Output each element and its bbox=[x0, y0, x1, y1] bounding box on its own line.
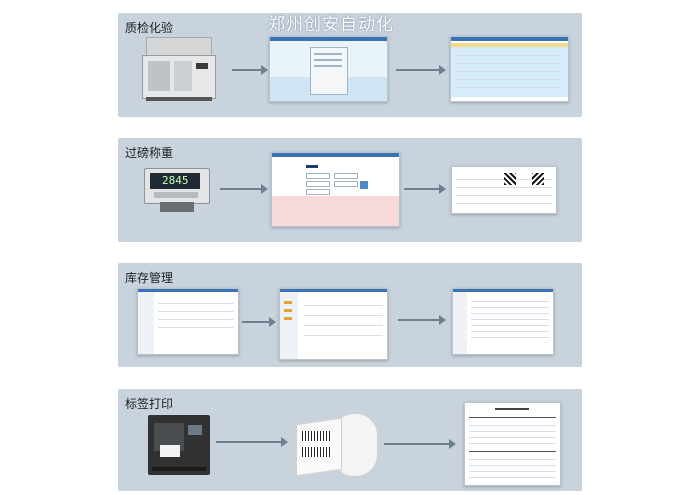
flow-arrow bbox=[216, 437, 288, 447]
weighing-software-screenshot bbox=[271, 152, 400, 227]
section-title: 质检化验 bbox=[125, 21, 174, 35]
inventory-form-screenshot bbox=[279, 288, 388, 360]
printed-report-screenshot bbox=[464, 402, 561, 486]
flow-arrow bbox=[220, 184, 268, 194]
section-title: 标签打印 bbox=[125, 397, 174, 411]
weighing-indicator-image: 2845 bbox=[144, 164, 212, 214]
flow-arrow bbox=[404, 184, 446, 194]
inventory-list-screenshot bbox=[137, 288, 239, 355]
flow-arrow bbox=[232, 65, 268, 75]
inspection-software-screenshot bbox=[269, 36, 388, 102]
flow-arrow bbox=[396, 65, 446, 75]
section-title: 过磅称重 bbox=[125, 146, 174, 160]
label-printer-image bbox=[148, 415, 210, 475]
flow-arrow bbox=[398, 315, 446, 325]
section-title: 库存管理 bbox=[125, 271, 174, 285]
inventory-table-screenshot bbox=[452, 288, 554, 355]
section-label-printing: 标签打印 bbox=[118, 389, 582, 491]
flow-arrow bbox=[384, 439, 456, 449]
watermark-text: 郑州创安自动化 bbox=[268, 15, 394, 35]
section-weighing: 过磅称重 2845 bbox=[118, 138, 582, 242]
inspection-results-screenshot bbox=[450, 36, 569, 102]
section-inventory: 库存管理 bbox=[118, 263, 582, 367]
flow-arrow bbox=[242, 317, 276, 327]
scale-display-value: 2845 bbox=[162, 174, 189, 187]
label-roll-image bbox=[290, 411, 380, 477]
weighing-ticket-screenshot bbox=[451, 166, 557, 214]
lab-analyzer-machine-image bbox=[142, 37, 216, 101]
section-quality-inspection: 质检化验 bbox=[118, 13, 582, 117]
